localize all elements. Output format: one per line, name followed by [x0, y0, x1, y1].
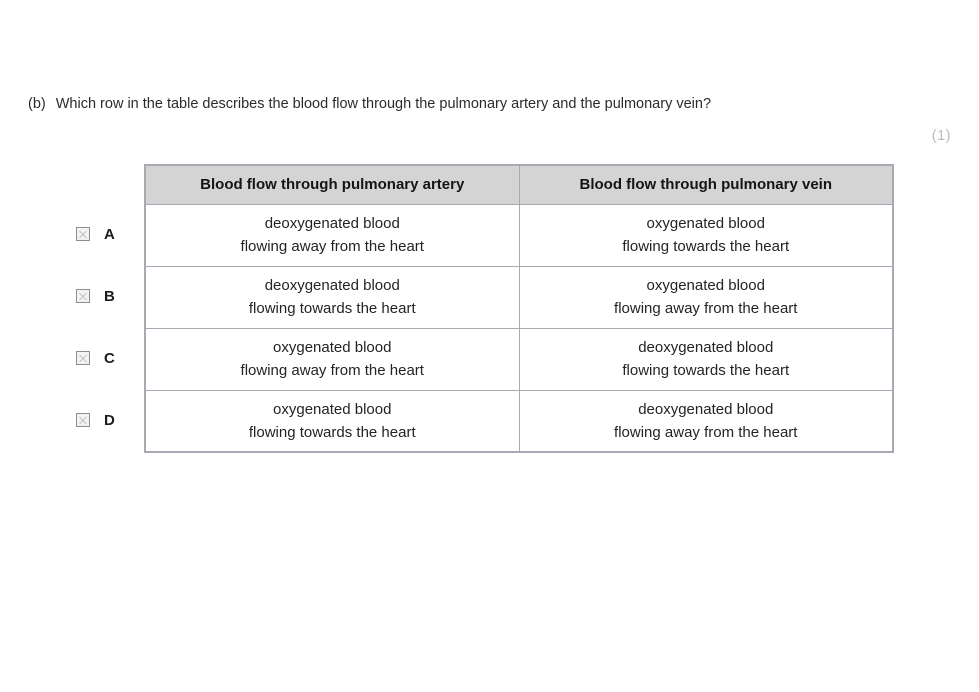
checkbox-icon-c[interactable] — [76, 351, 90, 365]
question-text: Which row in the table describes the blo… — [55, 96, 712, 112]
cell-line-2: flowing away from the heart — [614, 423, 798, 441]
table-row[interactable]: oxygenated blood flowing towards the hea… — [144, 389, 894, 453]
cell-line-2: flowing away from the heart — [240, 238, 424, 255]
table-row[interactable]: deoxygenated blood flowing away from the… — [144, 203, 894, 267]
option-letter-c: C — [104, 349, 115, 367]
cell-line-2: flowing away from the heart — [614, 300, 798, 317]
option-marker-a[interactable]: A — [76, 203, 138, 265]
cell-line-2: flowing towards the heart — [248, 300, 416, 317]
column-header-vein: Blood flow through pulmonary vein — [518, 164, 894, 205]
checkbox-icon-a[interactable] — [76, 227, 90, 241]
checkbox-icon-b[interactable] — [76, 289, 90, 303]
table-row[interactable]: deoxygenated blood flowing towards the h… — [144, 265, 894, 329]
cell-vein-c: deoxygenated blood flowing towards the h… — [518, 327, 894, 391]
cell-artery-c: oxygenated blood flowing away from the h… — [144, 327, 520, 391]
cell-line-1: oxygenated blood — [646, 214, 765, 232]
table-header-row: Blood flow through pulmonary artery Bloo… — [144, 164, 894, 205]
question-label: (b) — [28, 96, 46, 112]
cell-line-1: oxygenated blood — [273, 338, 392, 356]
table-body: deoxygenated blood flowing away from the… — [144, 203, 894, 453]
cell-line-2: flowing towards the heart — [248, 423, 416, 441]
cell-artery-b: deoxygenated blood flowing towards the h… — [144, 265, 520, 329]
cell-vein-d: deoxygenated blood flowing away from the… — [518, 389, 894, 453]
cell-artery-d: oxygenated blood flowing towards the hea… — [144, 389, 520, 453]
cell-line-1: deoxygenated blood — [638, 400, 774, 418]
option-markers: A B C D — [76, 203, 138, 451]
option-letter-d: D — [104, 411, 115, 429]
option-marker-d[interactable]: D — [76, 389, 138, 451]
cell-vein-a: oxygenated blood flowing towards the hea… — [518, 203, 894, 267]
cell-line-2: flowing towards the heart — [622, 362, 790, 379]
cell-line-1: deoxygenated blood — [264, 214, 400, 232]
option-marker-b[interactable]: B — [76, 265, 138, 327]
answer-options-table: Blood flow through pulmonary artery Bloo… — [144, 164, 894, 453]
cell-line-1: deoxygenated blood — [638, 338, 774, 356]
cell-line-1: oxygenated blood — [273, 400, 392, 418]
cell-line-2: flowing away from the heart — [240, 362, 424, 379]
cell-line-1: oxygenated blood — [646, 276, 765, 294]
question-prompt: (b) Which row in the table describes the… — [28, 96, 711, 112]
column-header-artery: Blood flow through pulmonary artery — [144, 164, 520, 205]
option-letter-b: B — [104, 287, 115, 305]
cell-line-2: flowing towards the heart — [622, 238, 790, 255]
table-header: Blood flow through pulmonary artery Bloo… — [144, 164, 894, 205]
checkbox-icon-d[interactable] — [76, 413, 90, 427]
cell-line-1: deoxygenated blood — [264, 276, 400, 294]
option-letter-a: A — [104, 225, 115, 243]
option-marker-c[interactable]: C — [76, 327, 138, 389]
marks-indicator: (1) — [931, 128, 951, 144]
table-row[interactable]: oxygenated blood flowing away from the h… — [144, 327, 894, 391]
cell-vein-b: oxygenated blood flowing away from the h… — [518, 265, 894, 329]
cell-artery-a: deoxygenated blood flowing away from the… — [144, 203, 520, 267]
